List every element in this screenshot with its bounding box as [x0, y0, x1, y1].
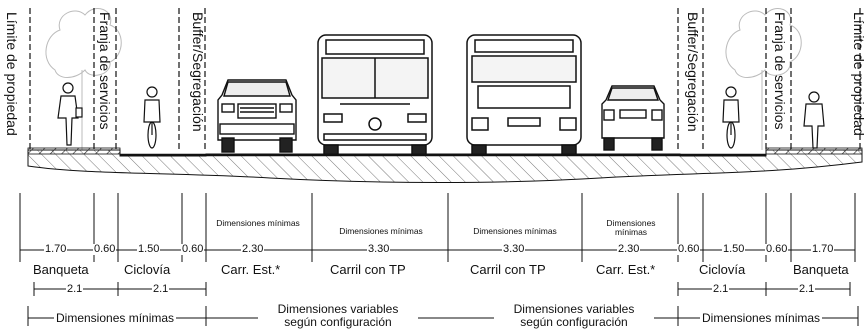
dim-note: Dimensiones mínimas — [216, 218, 300, 228]
bottom-label-var-right: Dimensiones variables según configuració… — [494, 302, 654, 330]
dim-note: Dimensiones mínimas — [473, 226, 557, 236]
ground-section — [27, 147, 863, 183]
dim-value: 0.60 — [93, 243, 117, 255]
bottom-label-var-left: Dimensiones variables según configuració… — [258, 302, 418, 330]
segment-name: Ciclovía — [124, 262, 171, 277]
buffer-label-right: Buffer/Segregación — [685, 12, 701, 132]
segment-name: Ciclovía — [699, 262, 746, 277]
dim-value: 0.60 — [181, 243, 205, 255]
sub-dim-value: 2.1 — [66, 283, 84, 295]
dim-value: 3.30 — [502, 243, 526, 255]
segment-name: Carr. Est.* — [596, 262, 656, 277]
bus-rear-icon — [466, 34, 582, 156]
segment-name: Banqueta — [793, 262, 849, 277]
sub-dim-value: 2.1 — [152, 283, 170, 295]
sub-dim-value: 2.1 — [712, 283, 730, 295]
segment-name: Carr. Est.* — [221, 262, 281, 277]
pedestrian-icon — [57, 82, 83, 146]
dim-value: 1.70 — [811, 243, 835, 255]
dim-value: 2.30 — [617, 243, 641, 255]
dim-value: 0.60 — [765, 243, 789, 255]
dimension-lines — [19, 193, 859, 326]
buffer-label-left: Buffer/Segregación — [190, 12, 206, 132]
service-strip-label-left: Franja de servicios — [97, 12, 113, 130]
dim-note: Dimensiones mínimas — [339, 226, 423, 236]
pedestrian-icon — [803, 91, 825, 149]
cyclist-icon — [143, 86, 161, 149]
bottom-label-min-left: Dimensiones mínimas — [54, 311, 177, 326]
dim-value: 1.50 — [137, 243, 161, 255]
dim-value: 3.30 — [367, 243, 391, 255]
suv-car-icon — [217, 79, 297, 153]
bus-front-icon — [317, 34, 433, 156]
cyclist-icon — [722, 86, 740, 149]
segment-name: Carril con TP — [470, 262, 546, 277]
property-limit-label-left: Límite de propiedad — [4, 12, 20, 136]
dim-note: Dimensiones mínimas — [606, 218, 656, 237]
sub-dim-value: 2.1 — [798, 283, 816, 295]
tree-icon — [725, 7, 802, 150]
segment-name: Banqueta — [33, 262, 89, 277]
dim-value: 1.70 — [44, 243, 68, 255]
property-limit-label-right: Límite de propiedad — [851, 12, 867, 136]
car-rear-icon — [601, 85, 665, 151]
service-strip-label-right: Franja de servicios — [772, 12, 788, 130]
dim-value: 2.30 — [241, 243, 265, 255]
bottom-label-min-right: Dimensiones mínimas — [700, 311, 823, 326]
segment-name: Carril con TP — [330, 262, 406, 277]
dim-value: 0.60 — [677, 243, 701, 255]
dim-value: 1.50 — [722, 243, 746, 255]
